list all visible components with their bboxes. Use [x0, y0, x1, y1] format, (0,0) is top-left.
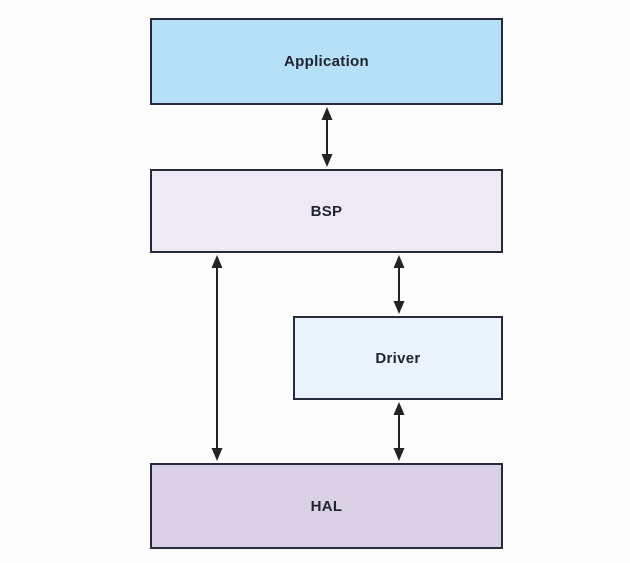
edge-driver-hal [393, 402, 405, 461]
node-hal: HAL [150, 463, 503, 549]
node-hal-label: HAL [310, 497, 343, 515]
node-application: Application [150, 18, 503, 105]
node-application-label: Application [284, 53, 369, 70]
edge-bsp-hal [211, 255, 223, 461]
edge-bsp-driver [393, 255, 405, 314]
node-driver: Driver [293, 316, 503, 400]
node-driver-label: Driver [375, 349, 421, 367]
edge-application-bsp [321, 107, 333, 167]
node-bsp: BSP [150, 169, 503, 253]
node-bsp-label: BSP [310, 202, 343, 220]
